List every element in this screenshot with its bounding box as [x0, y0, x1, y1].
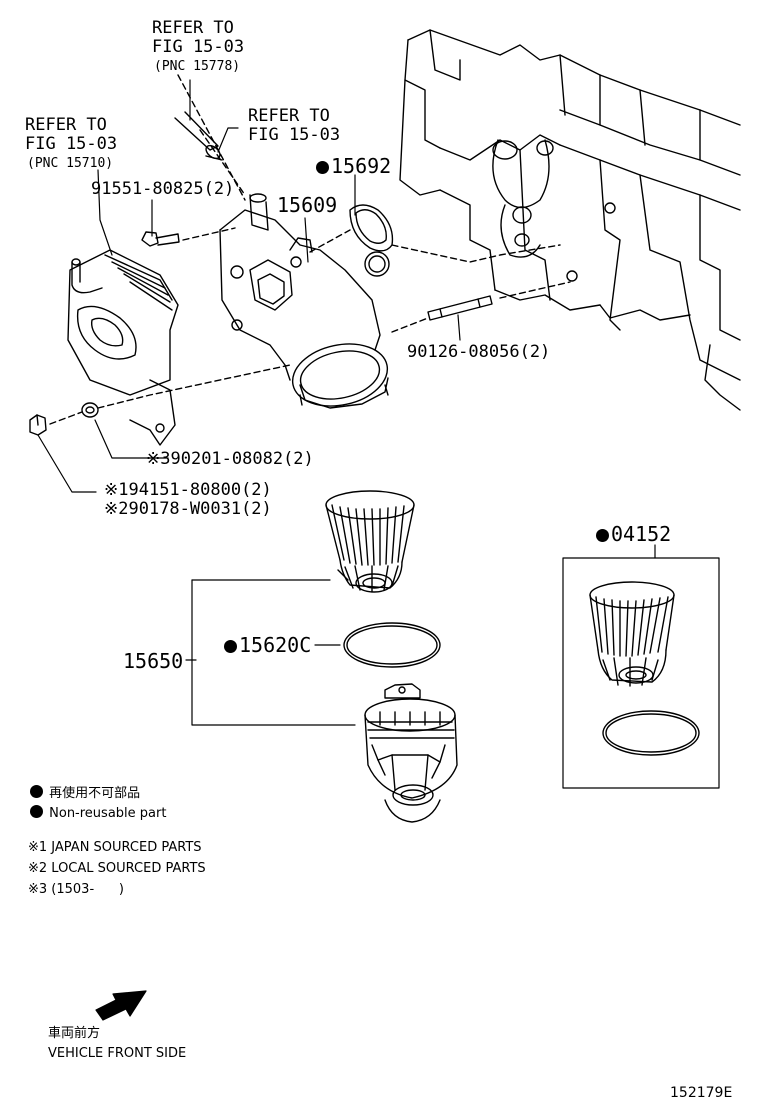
refer-a-line1: REFER TO [152, 18, 234, 38]
filter-element-drawing [325, 490, 415, 593]
filter-cap-drawing [364, 683, 458, 823]
nut-washer-drawing [29, 402, 99, 436]
nut-note-mark-2: ※2 [104, 499, 129, 519]
leader-lines [37, 79, 656, 726]
oring-drawing [343, 622, 441, 668]
nut-part-number-1: 94151-80800(2) [128, 480, 272, 500]
oil-cooler-drawing [67, 249, 179, 446]
nut-part-label-2: ※290178-W0031(2) [104, 500, 272, 518]
refer-b-line2: FIG 15-03 [248, 125, 341, 145]
assembly-dashed-lines [49, 74, 571, 425]
hose-drawing [174, 111, 223, 161]
washer-part-number: 90201-08082(2) [170, 449, 314, 469]
nut-part-label-1: ※194151-80800(2) [104, 481, 272, 499]
vehicle-front-arrow [95, 990, 147, 1021]
bolt-part-number: 91551-80825(2) [91, 179, 235, 199]
note-japan-sourced: ※1 JAPAN SOURCED PARTS [28, 840, 202, 855]
non-reusable-dot-icon [30, 805, 43, 818]
filter-kit-label: 04152 [596, 523, 671, 545]
washer-note-mark: ※3 [146, 449, 171, 469]
refer-c-pnc: (PNC 15710) [27, 156, 114, 171]
filter-housing-drawing [219, 193, 389, 409]
non-reusable-dot-icon [30, 785, 43, 798]
non-reusable-dot-icon [224, 640, 237, 653]
note-date-range: ※3 (1503- ) [28, 882, 125, 897]
legend-en-text: Non-reusable part [49, 806, 167, 821]
non-reusable-dot-icon [596, 529, 609, 542]
oring-part-number: 15620C [239, 633, 312, 657]
legend-jp-text: 再使用不可部品 [49, 786, 141, 801]
figure-id: 152179E [670, 1085, 733, 1101]
housing-part-number: 15609 [277, 193, 338, 217]
bolt-drawing [141, 231, 180, 247]
refer-a-line2: FIG 15-03 [152, 37, 245, 57]
filter-kit-part-number: 04152 [611, 522, 672, 546]
note-local-sourced: ※2 LOCAL SOURCED PARTS [28, 861, 206, 876]
filter-assy-part-number: 15650 [123, 649, 184, 673]
oring-label: 15620C [224, 634, 311, 656]
gasket-part-label: 15692 [316, 155, 391, 177]
washer-part-label: ※390201-08082(2) [146, 450, 314, 468]
vehicle-front-en: VEHICLE FRONT SIDE [48, 1046, 187, 1061]
filter-kit-box-drawing [562, 557, 720, 789]
gasket-15692-drawing [349, 204, 394, 277]
stud-bolt-drawing [427, 295, 493, 321]
stud-part-number: 90126-08056(2) [407, 342, 551, 362]
legend-jp: 再使用不可部品 [30, 785, 140, 802]
vehicle-front-jp: 車両前方 [48, 1026, 101, 1041]
refer-a-pnc: (PNC 15778) [154, 59, 241, 74]
nut-part-number-2: 90178-W0031(2) [128, 499, 272, 519]
non-reusable-dot-icon [316, 161, 329, 174]
refer-b-line1: REFER TO [248, 106, 330, 126]
engine-block-drawing [399, 29, 741, 411]
nut-note-mark-1: ※1 [104, 480, 129, 500]
refer-c-line2: FIG 15-03 [25, 134, 118, 154]
legend-en: Non-reusable part [30, 805, 166, 822]
refer-c-line1: REFER TO [25, 115, 107, 135]
gasket-part-number: 15692 [331, 154, 392, 178]
